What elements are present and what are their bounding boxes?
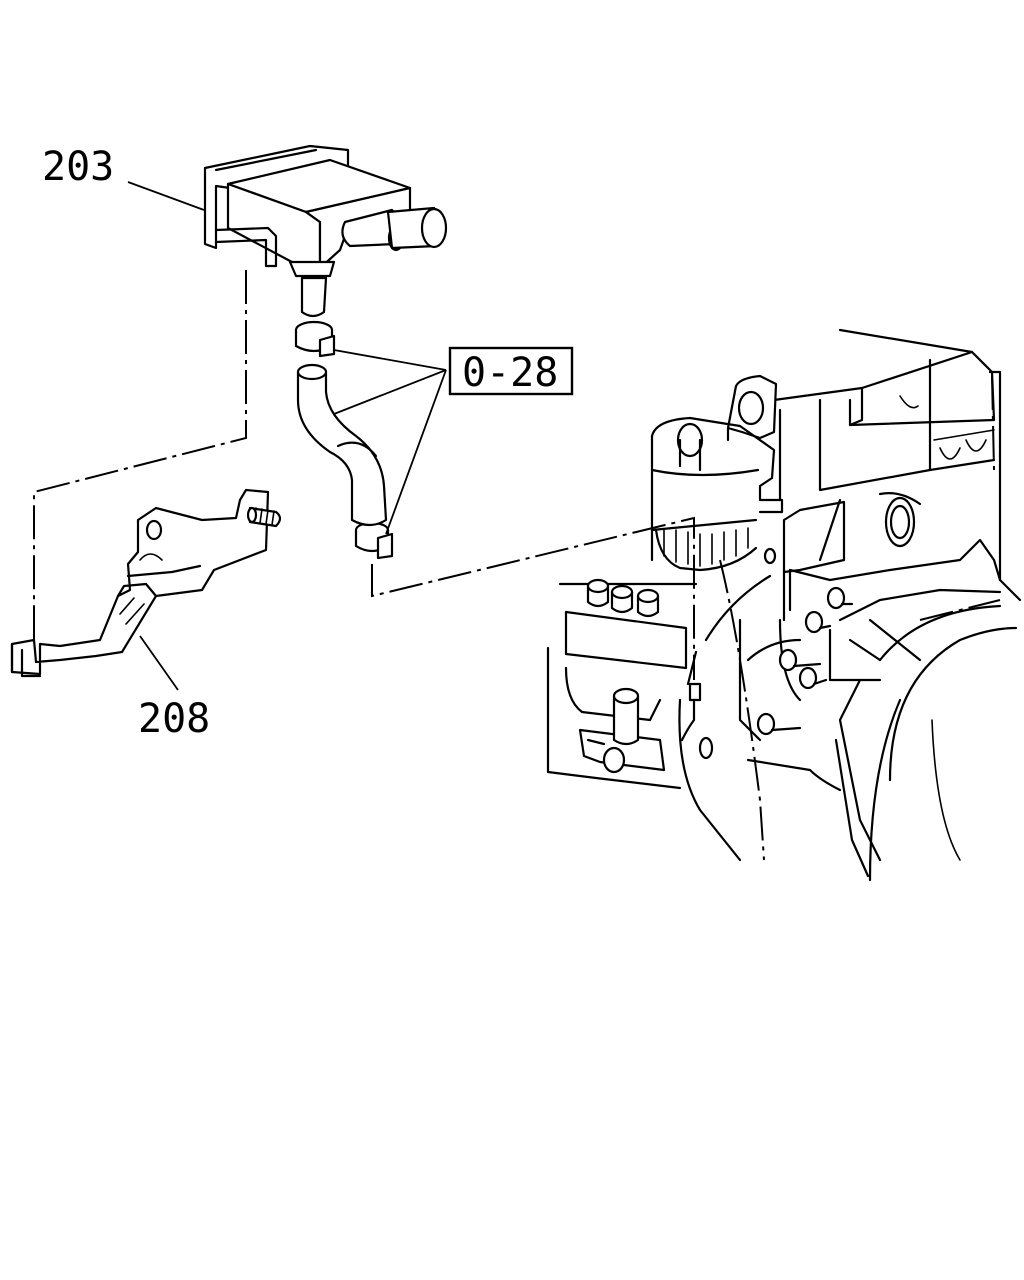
vacuum-hose	[296, 363, 388, 527]
flange-bolts	[756, 586, 854, 736]
pump-caps	[586, 578, 660, 618]
hose-clamp-upper	[294, 320, 336, 358]
callout-208: 208	[138, 696, 210, 742]
assembly-centerlines	[33, 270, 1001, 861]
bracket-208	[10, 488, 282, 678]
stud-bolt	[246, 506, 282, 528]
valve-assembly-203	[203, 144, 448, 318]
callout-ref-0-28: 0-28	[462, 350, 558, 396]
hose-clamp-lower	[354, 521, 394, 560]
callout-203: 203	[42, 144, 114, 190]
reference-box	[448, 346, 574, 396]
engine-block	[546, 328, 1022, 882]
leader-lines	[127, 181, 447, 691]
